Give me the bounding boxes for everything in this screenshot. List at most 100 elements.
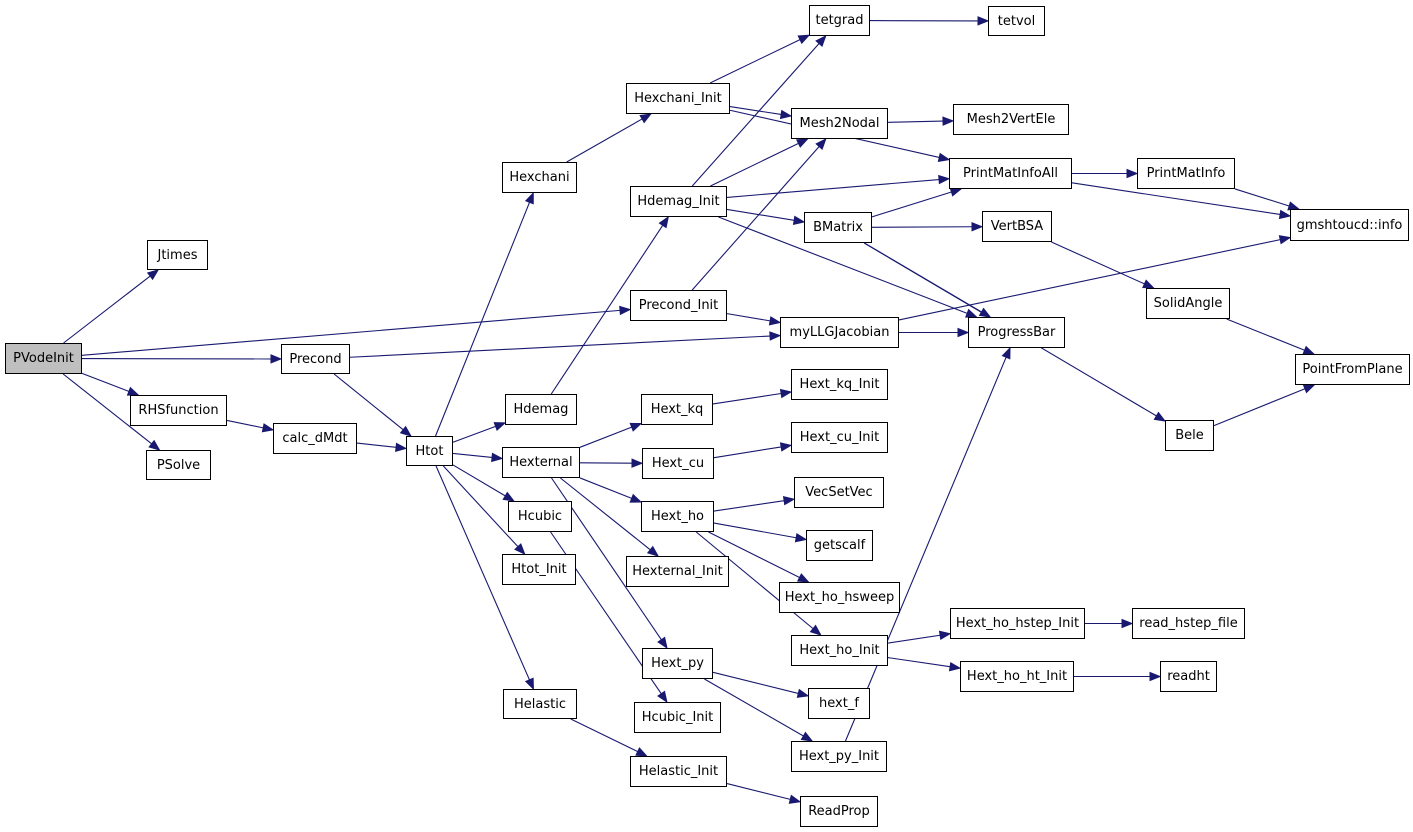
node-label: hext_f <box>819 696 859 711</box>
node-label: VertBSA <box>990 219 1044 234</box>
node-hext-ho-hstep-init[interactable]: Hext_ho_hstep_Init <box>950 608 1085 639</box>
node-printmatinfoall[interactable]: PrintMatInfoAll <box>949 158 1072 189</box>
node-hexternal[interactable]: Hexternal <box>502 447 580 478</box>
arrowhead <box>795 138 809 148</box>
node-vecsetvec[interactable]: VecSetVec <box>794 477 884 508</box>
node-mesh2nodal[interactable]: Mesh2Nodal <box>791 108 888 139</box>
edge-pvodeinit-to-jtimes <box>63 275 151 344</box>
node-tetvol[interactable]: tetvol <box>988 6 1045 36</box>
node-label: Helastic <box>514 696 566 712</box>
node-label: PSolve <box>156 457 201 473</box>
node-helastic[interactable]: Helastic <box>503 689 577 719</box>
node-label: Precond <box>289 351 342 367</box>
arrowhead <box>657 690 668 704</box>
edge-hdemag_init-to-progressbar <box>718 216 968 314</box>
node-calc-dmdt[interactable]: calc_dMdt <box>273 423 357 454</box>
edge-hext_cu-to-hext_cu_init <box>713 446 782 459</box>
edge-bmatrix-to-vertbsa <box>871 226 973 228</box>
arrowhead <box>977 16 990 26</box>
node-progressbar[interactable]: ProgressBar <box>968 317 1065 348</box>
node-hext-ho-hsweep[interactable]: Hext_ho_hsweep <box>779 582 900 613</box>
node-readht[interactable]: readht <box>1160 661 1217 692</box>
node-readprop[interactable]: ReadProp <box>800 796 878 827</box>
edge-helastic-to-helastic_init <box>570 718 638 753</box>
arrowhead <box>768 316 782 326</box>
node-hext-cu[interactable]: Hext_cu <box>642 448 714 479</box>
node-tetgrad[interactable]: tetgrad <box>809 5 870 36</box>
node-rhsfunction[interactable]: RHSfunction <box>130 395 227 426</box>
edge-hext_py-to-hext_f <box>712 671 799 694</box>
node-bele[interactable]: Bele <box>1165 420 1214 451</box>
node-label: Helastic_Init <box>638 764 719 779</box>
node-hext-py-init[interactable]: Hext_py_Init <box>791 741 887 772</box>
node-htot[interactable]: Htot <box>406 436 453 466</box>
edge-hexchani_init-to-mesh2nodal <box>729 106 782 116</box>
edge-hdemag_init-to-mesh2nodal <box>710 142 799 187</box>
node-vertbsa[interactable]: VertBSA <box>982 211 1052 242</box>
node-gmshtoucd-info[interactable]: gmshtoucd::info <box>1290 209 1409 241</box>
node-psolve[interactable]: PSolve <box>146 450 211 480</box>
node-hcubic-init[interactable]: Hcubic_Init <box>634 702 721 733</box>
node-hext-f[interactable]: hext_f <box>808 688 870 719</box>
node-hexternal-init[interactable]: Hexternal_Init <box>626 556 729 587</box>
edge-htot-to-hexchani <box>435 202 531 437</box>
node-label: Hext_cu_Init <box>799 430 880 445</box>
arrowhead <box>1126 168 1139 179</box>
node-solidangle[interactable]: SolidAngle <box>1146 288 1230 319</box>
node-label: ReadProp <box>808 804 870 819</box>
arrowhead <box>502 491 516 502</box>
arrowhead <box>796 688 810 698</box>
edge-htot-to-hexternal <box>452 452 493 458</box>
edge-pvodeinit-to-psolve <box>62 373 152 445</box>
node-helastic-init[interactable]: Helastic_Init <box>630 756 727 787</box>
node-hext-ho-ht-init[interactable]: Hext_ho_ht_Init <box>960 661 1074 692</box>
node-hext-kq-init[interactable]: Hext_kq_Init <box>791 369 888 400</box>
node-hext-kq[interactable]: Hext_kq <box>641 394 713 425</box>
node-label: Hext_ho_Init <box>799 643 880 658</box>
edge-precond-to-myllgjacobian <box>349 335 771 358</box>
arrowhead <box>635 747 648 757</box>
node-hexchani-init[interactable]: Hexchani_Init <box>626 83 730 114</box>
node-label: Htot <box>415 443 444 459</box>
arrowhead <box>270 354 283 364</box>
node-jtimes[interactable]: Jtimes <box>147 240 208 270</box>
edge-hext_kq-to-hext_kq_init <box>712 392 782 405</box>
node-bmatrix[interactable]: BMatrix <box>804 212 872 243</box>
arrowhead <box>949 187 963 197</box>
node-hcubic[interactable]: Hcubic <box>508 501 572 532</box>
arrowhead <box>148 439 161 451</box>
node-pointfromplane[interactable]: PointFromPlane <box>1295 354 1410 385</box>
node-precond-init[interactable]: Precond_Init <box>630 290 727 321</box>
node-hext-ho-init[interactable]: Hext_ho_Init <box>791 635 888 666</box>
arrowhead <box>971 222 984 232</box>
node-hext-ho[interactable]: Hext_ho <box>641 501 714 532</box>
node-mesh2vertele[interactable]: Mesh2VertEle <box>953 104 1069 135</box>
node-read-hstep-file[interactable]: read_hstep_file <box>1132 608 1245 639</box>
arrowhead <box>965 308 978 318</box>
node-precond[interactable]: Precond <box>281 344 350 374</box>
edge-hexternal-to-hexternal_init <box>560 477 651 551</box>
node-htot-init[interactable]: Htot_Init <box>502 554 576 585</box>
edge-htot-to-helastic <box>435 465 530 681</box>
arrowhead <box>399 425 412 437</box>
node-printmatinfo[interactable]: PrintMatInfo <box>1137 158 1235 189</box>
node-label: readht <box>1167 669 1210 684</box>
node-getscalf[interactable]: getscalf <box>806 530 873 561</box>
node-hext-cu-init[interactable]: Hext_cu_Init <box>791 422 888 453</box>
node-hexchani[interactable]: Hexchani <box>502 162 577 193</box>
node-label: Hext_ho_ht_Init <box>966 669 1068 684</box>
arrowhead <box>796 573 810 583</box>
node-hdemag[interactable]: Hdemag <box>505 394 577 425</box>
arrowhead <box>1302 345 1316 355</box>
node-label: Hext_ho_hsweep <box>784 590 895 605</box>
node-pvodeinit: PVodeInit <box>5 343 82 374</box>
node-label: Jtimes <box>157 247 198 263</box>
edge-hext_ho_init-to-hext_ho_ht_init <box>887 657 951 668</box>
node-hdemag-init[interactable]: Hdemag_Init <box>630 186 727 217</box>
node-hext-py[interactable]: Hext_py <box>642 648 713 679</box>
edge-hdemag_init-to-tetgrad <box>691 43 820 187</box>
node-myllgjacobian[interactable]: myLLGJacobian <box>780 317 899 348</box>
arrowhead <box>938 174 951 185</box>
arrowhead <box>938 630 952 640</box>
